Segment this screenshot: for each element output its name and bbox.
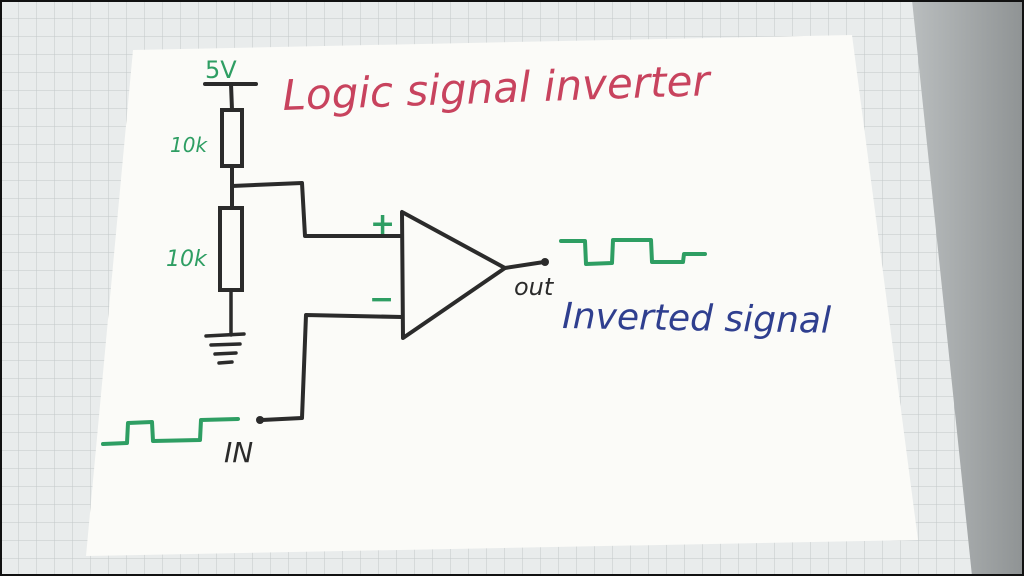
resistor-top-label: 10k <box>170 133 208 157</box>
input-terminal <box>256 416 264 424</box>
comparator-symbol <box>400 210 507 340</box>
input-wire <box>260 313 404 422</box>
output-waveform <box>559 238 707 266</box>
paper-sheet <box>86 35 918 556</box>
resistor-bottom-label: 10k <box>166 247 208 272</box>
supply-rail <box>203 82 258 112</box>
input-label: IN <box>224 436 253 469</box>
minus-input-label: − <box>369 282 394 317</box>
divider-wire <box>230 164 404 238</box>
output-wire <box>503 260 546 270</box>
desk-edge <box>912 0 1024 576</box>
input-waveform <box>101 417 240 446</box>
output-terminal <box>541 258 549 266</box>
ground-symbol <box>204 288 246 365</box>
supply-label: 5V <box>205 56 237 84</box>
plus-input-label: + <box>370 207 395 242</box>
output-label: out <box>514 273 555 301</box>
inverted-signal-caption: Inverted signal <box>562 296 831 342</box>
